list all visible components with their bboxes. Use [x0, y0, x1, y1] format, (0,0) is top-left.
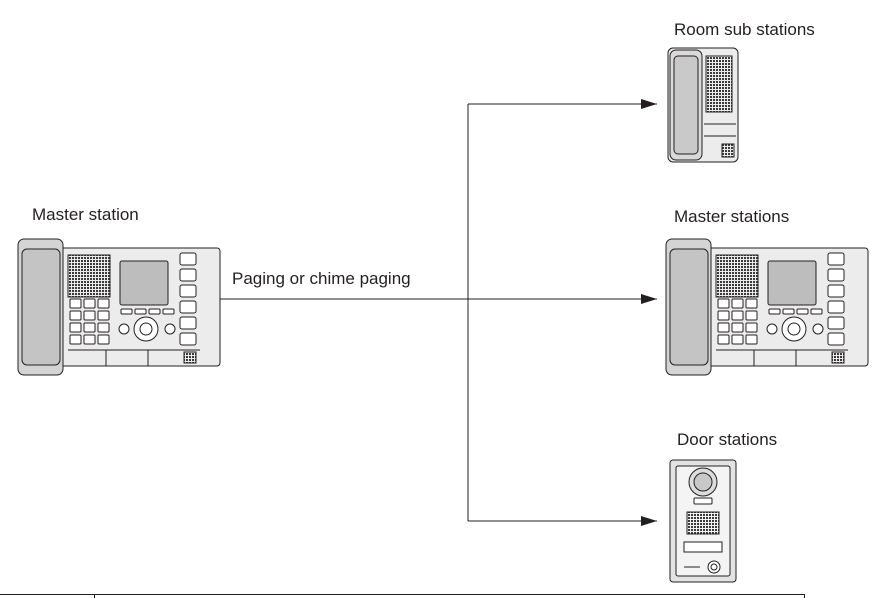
door-station-icon — [669, 459, 737, 583]
target-master-label: Master stations — [674, 207, 790, 226]
connector-lines — [188, 99, 657, 526]
target-door-label: Door stations — [677, 430, 778, 449]
room-sub-station-icon — [667, 47, 739, 163]
table-border — [0, 594, 805, 598]
master-station-icon — [665, 238, 869, 376]
target-room-label: Room sub stations — [674, 20, 815, 39]
action-label: Paging or chime paging — [232, 269, 411, 288]
source-label: Master station — [32, 205, 139, 224]
master-station-icon — [17, 238, 221, 376]
